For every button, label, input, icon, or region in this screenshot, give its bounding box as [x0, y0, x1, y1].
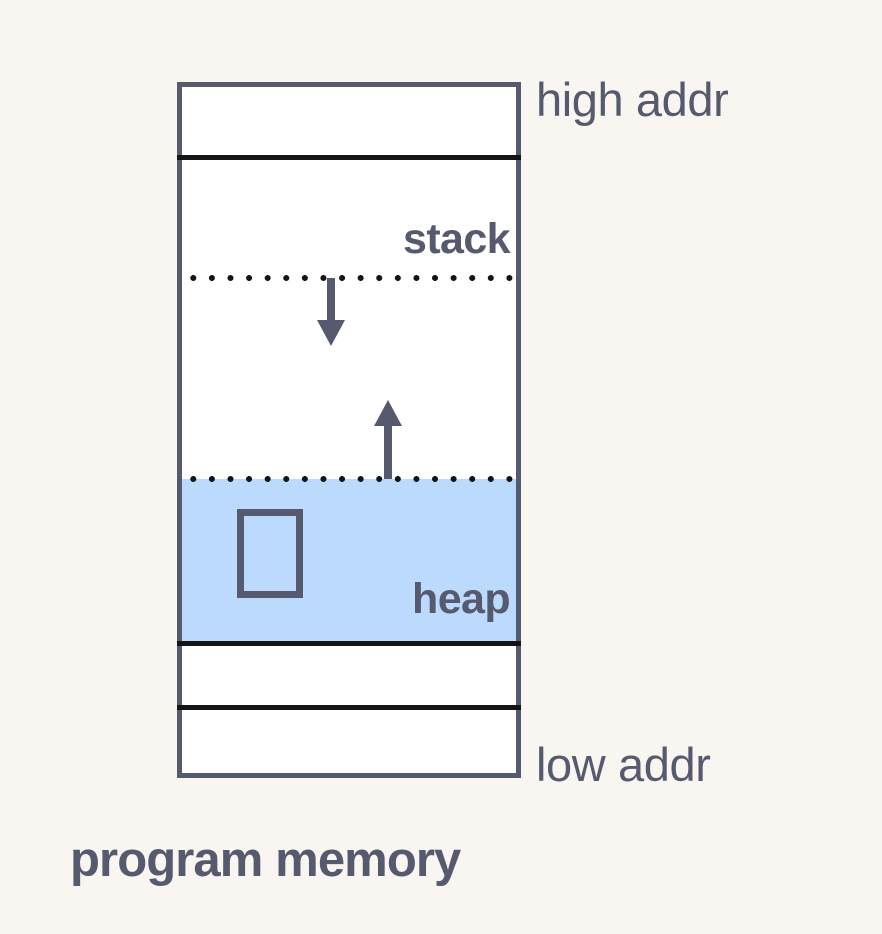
arrow-shaft	[384, 424, 392, 479]
low-address-label: low addr	[536, 738, 711, 791]
arrow-head-down-icon	[317, 320, 345, 346]
heap-label: heap	[412, 575, 511, 623]
diagram-caption: program memory	[70, 833, 461, 887]
stack-label: stack	[403, 215, 511, 263]
program-memory-box	[177, 82, 521, 778]
divider-heap-bottom	[177, 641, 521, 646]
divider-bottom-segment	[177, 705, 521, 710]
high-address-label: high addr	[536, 73, 729, 126]
divider-top-segment	[177, 155, 521, 160]
stack-boundary-dotted-line	[182, 275, 516, 281]
arrow-head-up-icon	[374, 400, 402, 426]
heap-boundary-dotted-line	[182, 476, 516, 482]
arrow-shaft	[327, 278, 335, 324]
allocated-block	[237, 509, 303, 598]
